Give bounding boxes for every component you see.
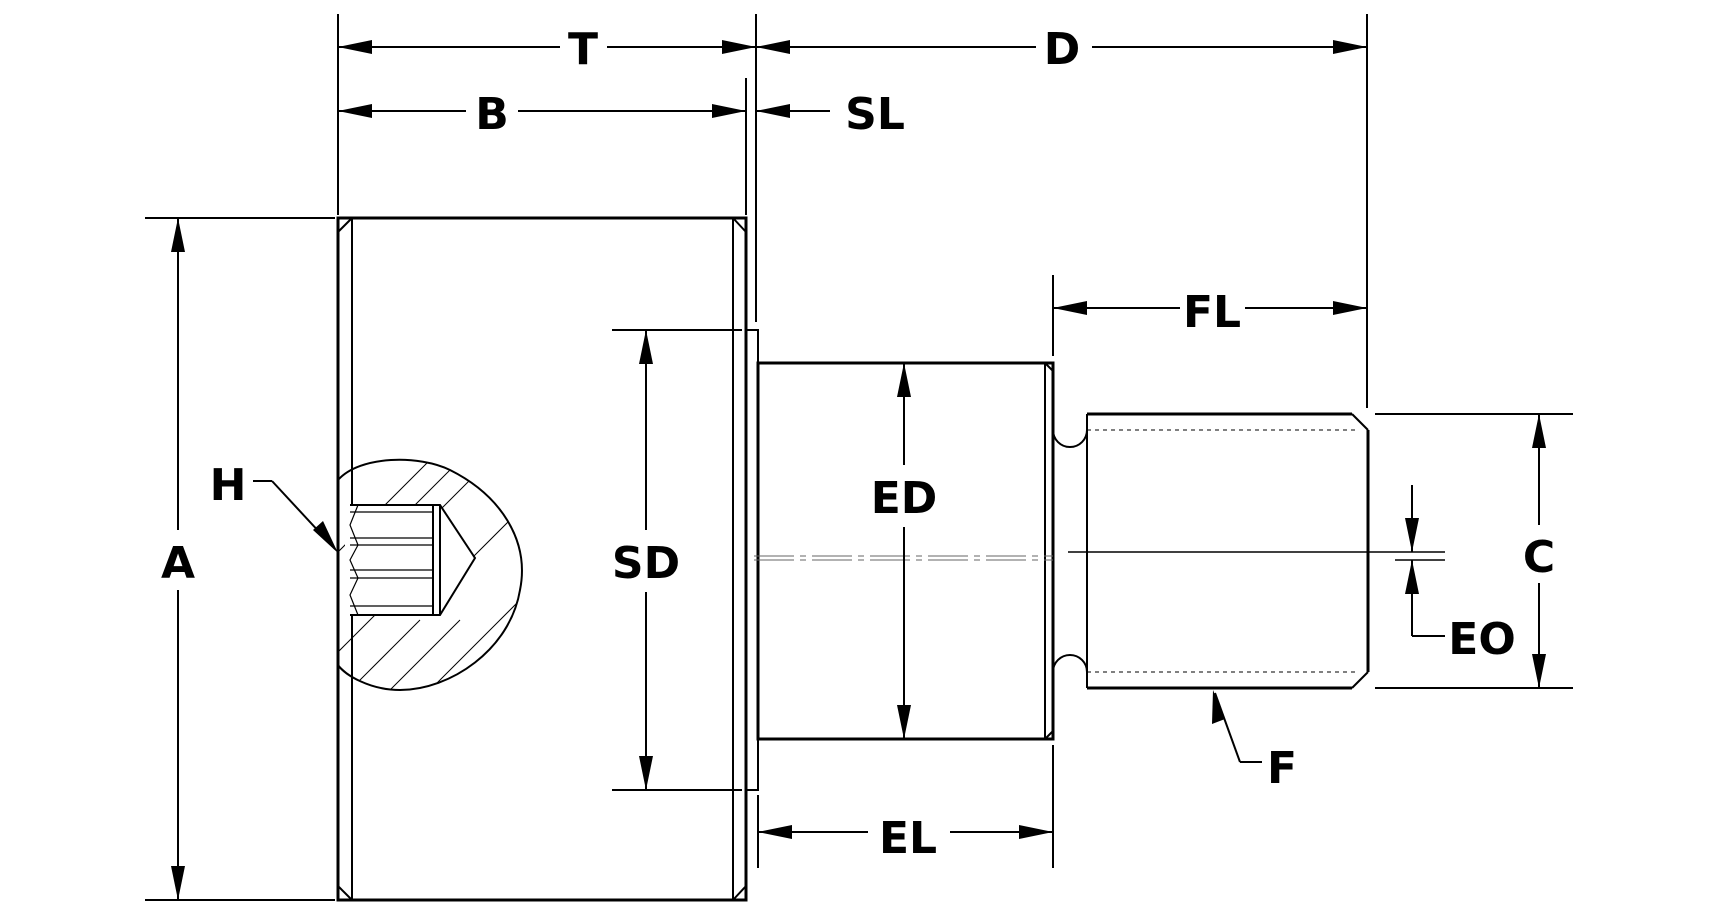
hex-socket-section <box>337 458 523 692</box>
centerlines <box>754 551 1445 561</box>
dim-EO: EO <box>1395 485 1516 665</box>
dim-T: T <box>338 24 756 75</box>
label-C: C <box>1523 532 1555 583</box>
label-A: A <box>161 538 195 589</box>
label-D: D <box>1044 24 1081 75</box>
leader-F: F <box>1212 690 1297 794</box>
label-H: H <box>210 460 247 511</box>
label-EO: EO <box>1448 614 1515 665</box>
label-SD: SD <box>612 538 680 589</box>
label-SL: SL <box>845 89 905 140</box>
extension-lines <box>145 14 1573 901</box>
label-T: T <box>568 24 598 75</box>
dim-A: A <box>161 218 195 900</box>
eccentric-cylinder <box>756 361 1055 741</box>
dim-D: D <box>756 24 1367 75</box>
dim-C: C <box>1523 414 1555 688</box>
dim-B: B <box>338 89 746 140</box>
label-F: F <box>1267 743 1297 794</box>
leader-H: H <box>210 460 338 553</box>
threaded-stud <box>1052 412 1370 690</box>
dim-ED: ED <box>871 363 938 739</box>
dim-SL: SL <box>756 89 905 140</box>
label-B: B <box>475 89 509 140</box>
label-ED: ED <box>871 473 938 524</box>
dim-EL: EL <box>758 813 1053 864</box>
label-EL: EL <box>879 813 937 864</box>
dim-FL: FL <box>1053 287 1367 338</box>
dim-SD: SD <box>612 330 680 790</box>
label-FL: FL <box>1183 287 1241 338</box>
